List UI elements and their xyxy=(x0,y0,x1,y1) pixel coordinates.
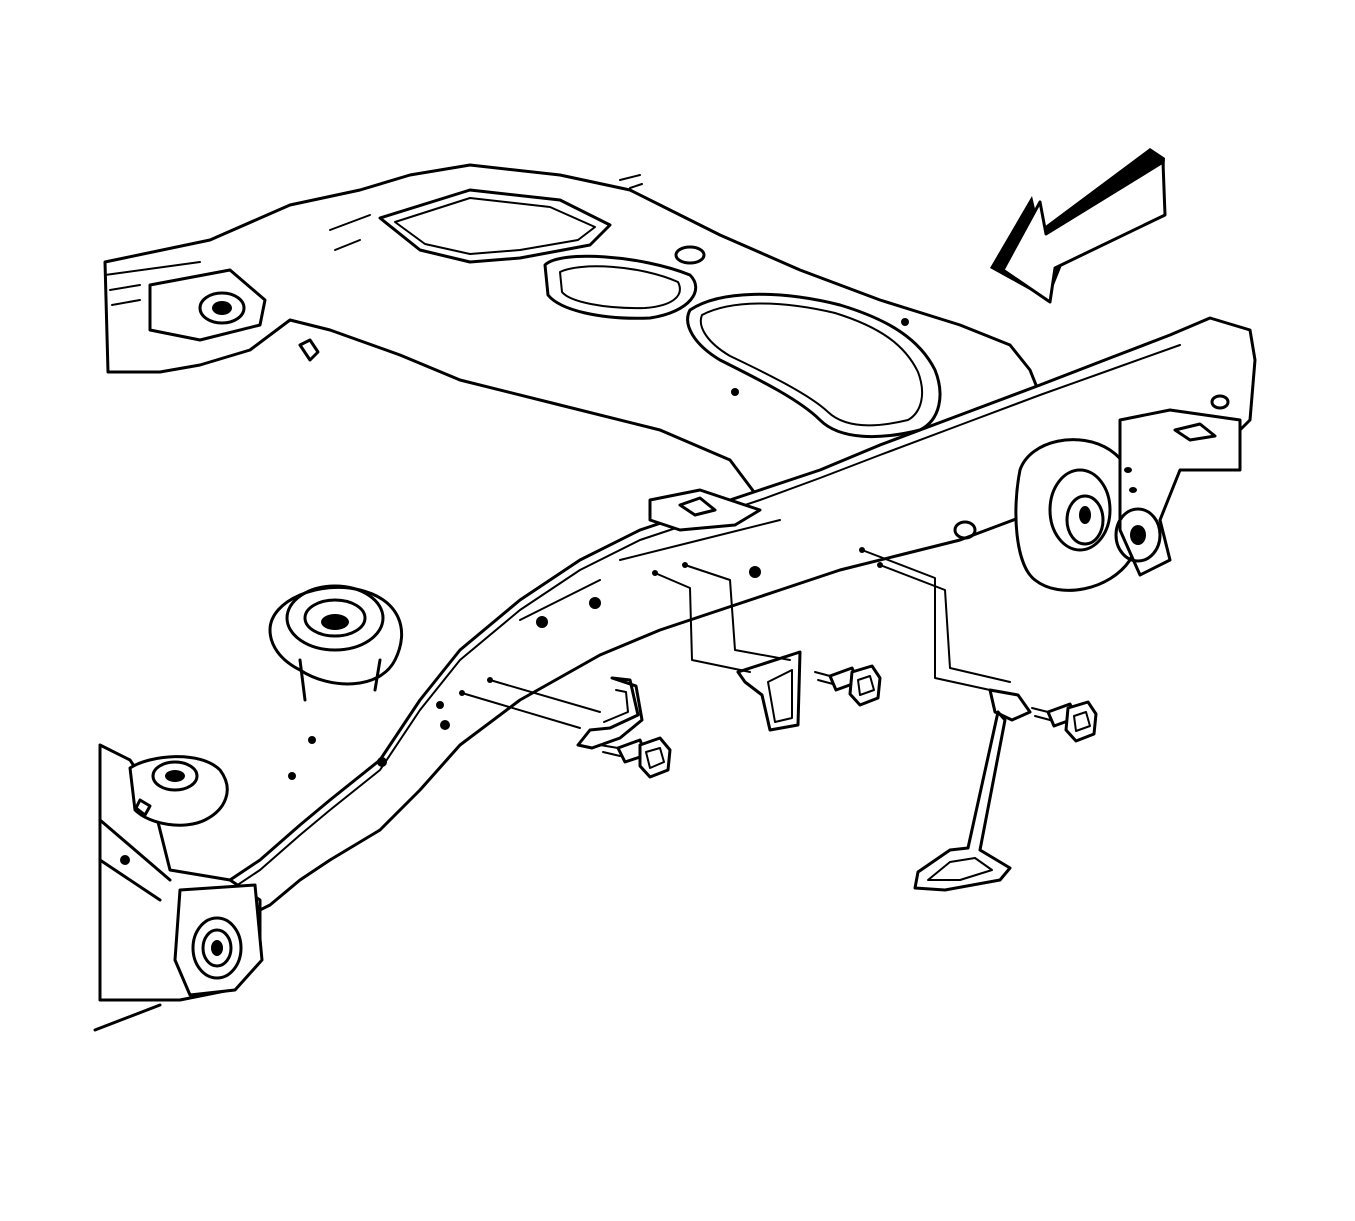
bracket-left xyxy=(576,676,644,750)
frame-crossmember xyxy=(93,163,1257,1032)
frame-corner-left xyxy=(93,743,264,1032)
bolt-left xyxy=(599,736,672,779)
spring-seat-right xyxy=(1014,394,1242,592)
front-direction-arrow xyxy=(990,148,1167,304)
leader-lines xyxy=(459,547,1011,729)
spring-seat-left xyxy=(268,584,404,702)
bracket-middle xyxy=(736,650,802,732)
bolt-middle xyxy=(814,664,882,707)
bolt-right xyxy=(1031,700,1098,743)
step-bracket-right xyxy=(913,688,1032,892)
